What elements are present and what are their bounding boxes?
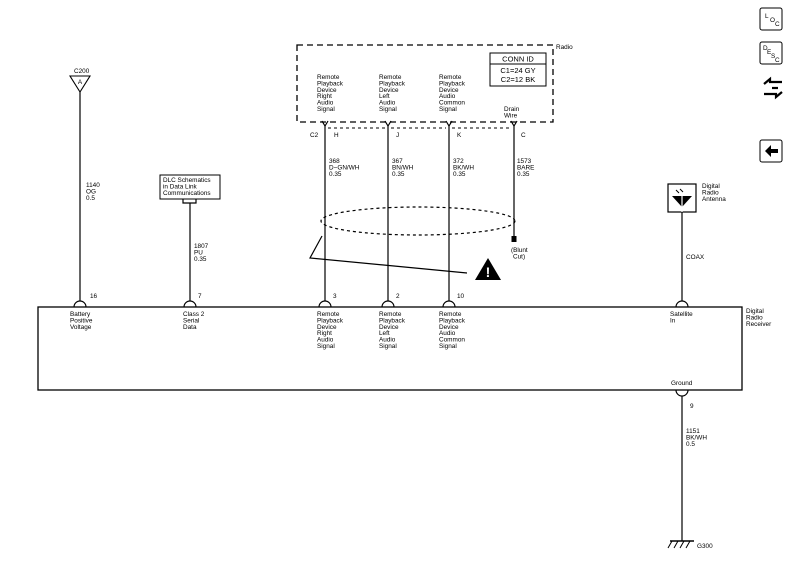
radio-pin-h-name: Remote Playback Device Right Audio Signa…: [317, 74, 345, 113]
audio-wires: [324, 126, 517, 296]
c200-wire-label: 1140 OG 0.5: [86, 182, 102, 202]
wire-372-label: 372 BK/WH 0.35: [453, 158, 476, 178]
conn-id-box: CONN ID C1=24 GY C2=12 BK: [489, 52, 547, 87]
loc-letter-o: O: [770, 17, 775, 24]
c200-connector: C200 A 1140 OG 0.5: [69, 68, 102, 296]
ground-wire-label: 1151 BK/WH 0.5: [686, 428, 709, 448]
radio-pin-j-name: Remote Playback Device Left Audio Signal: [379, 74, 407, 113]
radio-pin-c-name: Drain Wire: [504, 106, 521, 119]
radio-pin-c: K C: [510, 120, 526, 139]
loc-button[interactable]: L O C: [759, 7, 783, 31]
antenna-label: Digital Radio Antenna: [702, 183, 726, 203]
receiver-ground-symbol: [675, 389, 689, 397]
loc-letter-l: L: [765, 13, 769, 20]
c200-pin: A: [78, 79, 83, 86]
receiver-ground-label: Ground: [671, 380, 693, 387]
shield-ellipse: [309, 206, 516, 274]
desc-button[interactable]: D E S C: [759, 41, 783, 65]
receiver-pin-7: 7: [198, 293, 202, 300]
radio-connector-label: C2: [310, 132, 319, 139]
warning-triangle-icon: !: [475, 258, 501, 280]
loc-letter-c: C: [775, 21, 780, 28]
desc-letter-s: S: [771, 53, 775, 60]
radio-pin-names: Remote Playback Device Right Audio Signa…: [317, 74, 521, 119]
blunt-cut-label: (Blunt Cut): [511, 247, 529, 260]
radio-pin-h-letter: H: [334, 132, 339, 139]
warning-glyph: !: [486, 264, 491, 280]
radio-pin-c-letter-shown: C: [521, 132, 526, 139]
radio-pin-j: J: [384, 120, 399, 139]
receiver-pin-3: 3: [333, 293, 337, 300]
swap-arrows-icon: [763, 76, 783, 100]
dlc-wire-label: 1807 PU 0.35: [194, 243, 210, 263]
dlc-reference[interactable]: DLC Schematics in Data Link Communicatio…: [159, 174, 221, 296]
coax-label: COAX: [686, 254, 705, 261]
receiver-pin-2-symbol: [381, 300, 395, 308]
receiver-pin-16-name: Battery Positive Voltage: [70, 311, 94, 331]
receiver-ground-pin: 9: [690, 403, 694, 410]
c200-label: C200: [74, 68, 90, 75]
ground-circuit: 1151 BK/WH 0.5 G300: [667, 396, 713, 550]
dlc-reference-text: DLC Schematics in Data Link Communicatio…: [163, 177, 212, 197]
back-button[interactable]: [759, 139, 783, 163]
receiver-pin-16: 16: [90, 293, 98, 300]
receiver-pin-10-symbol: [442, 300, 456, 308]
digital-radio-receiver: Digital Radio Receiver 16 7 3 2 10 Batte…: [37, 293, 772, 410]
desc-letter-c: C: [775, 57, 780, 64]
antenna: Digital Radio Antenna COAX: [667, 183, 726, 296]
receiver-pin-3-symbol: [318, 300, 332, 308]
desc-letter-e: E: [767, 49, 771, 56]
receiver-pin-16-symbol: [73, 300, 87, 308]
radio-module: Radio CONN ID C1=24 GY C2=12 BK: [296, 44, 573, 123]
radio-pin-k-name: Remote Playback Device Audio Common Sign…: [439, 74, 467, 113]
receiver-pin-2: 2: [396, 293, 400, 300]
desc-letter-d: D: [763, 45, 768, 52]
receiver-pin-2-name: Remote Playback Device Left Audio Signal: [379, 311, 407, 350]
conn-id-c2: C2=12 BK: [501, 75, 535, 84]
receiver-pin-7-name: Class 2 Serial Data: [183, 311, 206, 331]
receiver-title: Digital Radio Receiver: [746, 308, 772, 328]
receiver-pin-stubs: [79, 296, 683, 301]
antenna-icon: [672, 188, 692, 212]
conn-id-title: CONN ID: [502, 55, 534, 64]
wire-1573-label: 1573 BARE 0.35: [517, 158, 536, 178]
receiver-pin-3-name: Remote Playback Device Right Audio Signa…: [317, 311, 345, 350]
radio-pin-j-letter: J: [396, 132, 399, 139]
radio-label: Radio: [556, 44, 573, 51]
connector-swap-button[interactable]: [763, 76, 783, 100]
receiver-satellite-name: Satellite In: [670, 311, 695, 324]
wire-368-label: 368 D−GN/WH 0.35: [329, 158, 361, 178]
g300-label: G300: [697, 543, 713, 550]
wire-367-label: 367 BN/WH 0.35: [392, 158, 415, 178]
ground-symbol-icon: [667, 540, 694, 549]
left-arrow-icon: [765, 145, 778, 157]
conn-id-c1: C1=24 GY: [500, 66, 535, 75]
receiver-pin-10: 10: [457, 293, 465, 300]
receiver-satellite-symbol: [675, 300, 689, 308]
radio-pin-k-letter: K: [457, 132, 462, 139]
audio-wire-labels: 368 D−GN/WH 0.35 367 BN/WH 0.35 372 BK/W…: [329, 158, 536, 260]
radio-connector: C2 H J K K C: [310, 120, 526, 139]
receiver-pin-10-name: Remote Playback Device Audio Common Sign…: [439, 311, 467, 350]
blunt-cut-end: [511, 236, 517, 242]
receiver-pin-7-symbol: [183, 300, 197, 308]
